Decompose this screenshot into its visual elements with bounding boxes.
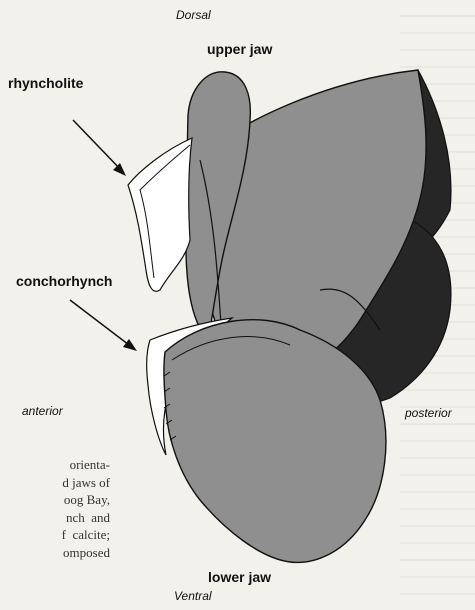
background-page-text: orienta- d jaws of oog Bay, nch and f ca… (0, 456, 110, 561)
lower-jaw-label: lower jaw (208, 569, 271, 585)
rhyncholite-arrow (73, 120, 123, 172)
ventral-label: Ventral (174, 589, 212, 603)
rhyncholite-label: rhyncholite (8, 75, 83, 91)
conchorhynch-arrow (70, 300, 133, 348)
rhyncholite-shape (128, 138, 192, 291)
dorsal-label: Dorsal (176, 8, 211, 22)
conchorhynch-arrowhead (123, 339, 137, 351)
posterior-label: posterior (405, 406, 452, 420)
anterior-label: anterior (22, 404, 63, 418)
rhyncholite-arrowhead (113, 163, 126, 176)
upper-jaw-label: upper jaw (207, 41, 272, 57)
conchorhynch-label: conchorhynch (16, 273, 112, 289)
